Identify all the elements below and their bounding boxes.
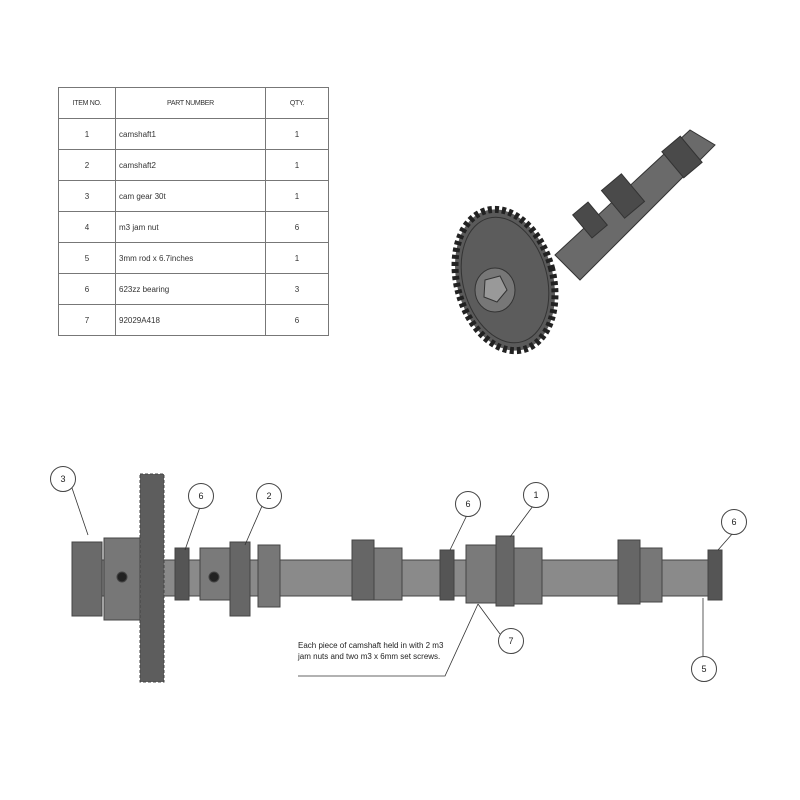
cell-qty: 1 xyxy=(265,149,329,181)
cell-qty: 6 xyxy=(265,304,329,336)
leader-lines xyxy=(71,487,734,677)
cell-item-no: 5 xyxy=(58,242,116,274)
side-camshaft-view xyxy=(71,473,723,683)
cell-qty: 1 xyxy=(265,242,329,274)
header-item-no: ITEM NO. xyxy=(58,87,116,119)
cell-part-number: 3mm rod x 6.7inches xyxy=(115,242,266,274)
balloon-item-5: 5 xyxy=(691,656,717,682)
cell-part-number: m3 jam nut xyxy=(115,211,266,243)
cell-item-no: 7 xyxy=(58,304,116,336)
balloon-item-6: 6 xyxy=(455,491,481,517)
isometric-camshaft-view xyxy=(451,129,716,355)
cell-item-no: 4 xyxy=(58,211,116,243)
balloon-item-2: 2 xyxy=(256,483,282,509)
balloon-item-3: 3 xyxy=(50,466,76,492)
balloon-item-7: 7 xyxy=(498,628,524,654)
cell-qty: 3 xyxy=(265,273,329,305)
balloon-item-6: 6 xyxy=(721,509,747,535)
cell-part-number: 623zz bearing xyxy=(115,273,266,305)
assembly-note: Each piece of camshaft held in with 2 m3… xyxy=(298,641,444,661)
cell-item-no: 3 xyxy=(58,180,116,212)
table-header-row: ITEM NO. PART NUMBER QTY. xyxy=(58,87,329,119)
cell-part-number: camshaft1 xyxy=(115,118,266,150)
cell-item-no: 6 xyxy=(58,273,116,305)
balloon-item-6: 6 xyxy=(188,483,214,509)
cell-qty: 1 xyxy=(265,118,329,150)
balloon-item-1: 1 xyxy=(523,482,549,508)
